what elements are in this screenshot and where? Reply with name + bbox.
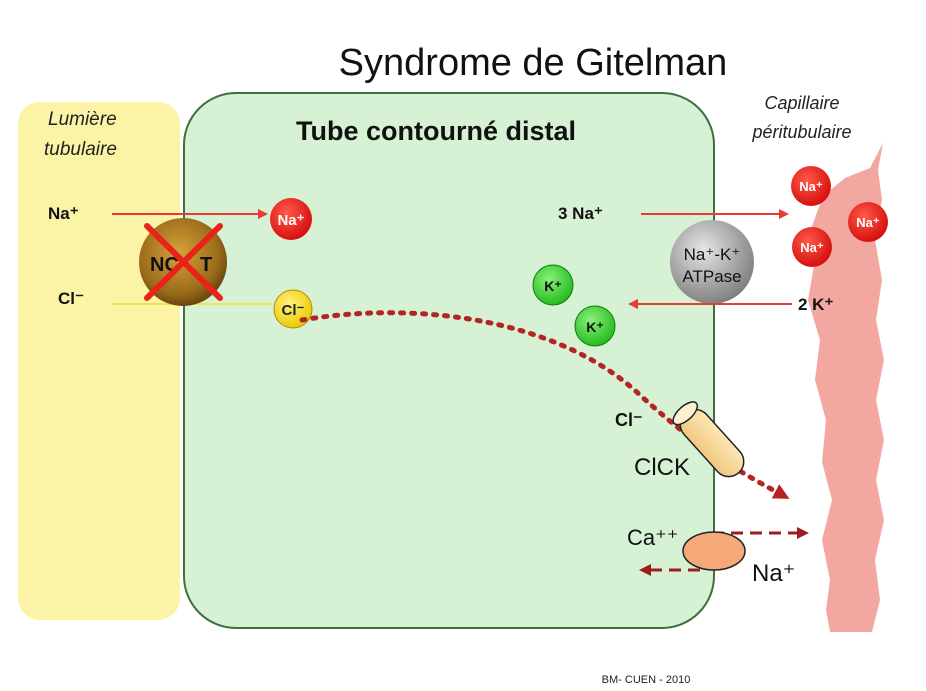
blood-na-ion-3 (792, 227, 832, 267)
pump-na-out-label: 3 Na⁺ (558, 204, 603, 223)
blood-na-ion-1 (791, 166, 831, 206)
distal-tubule-cell (183, 92, 715, 629)
clck-cl-label: Cl⁻ (615, 410, 643, 430)
pump-label-line1: Na⁺-K⁺ (684, 245, 741, 264)
intracellular-na-ion (270, 198, 312, 240)
footer-credit: BM- CUEN - 2010 (602, 674, 691, 686)
ncct-label-b: T (200, 254, 212, 276)
na-k-atpase-pump (670, 220, 754, 304)
intracellular-na-label: Na⁺ (277, 212, 304, 229)
blood-na-ion-2 (848, 202, 888, 242)
pump-k-in-label: 2 K⁺ (798, 295, 833, 314)
diagram-title: Syndrome de Gitelman (339, 42, 728, 84)
capillary-label-line2: péritubulaire (751, 122, 851, 142)
exchanger-na-label: Na⁺ (752, 560, 795, 587)
k-ion-2-label: K⁺ (586, 319, 604, 335)
clck-channel (672, 401, 745, 478)
cell-label: Tube contourné distal (296, 116, 576, 146)
cl-dotted-pathway (299, 310, 790, 500)
capillary-label-line1: Capillaire (764, 93, 839, 113)
blood-na-ion-3-label: Na⁺ (800, 240, 824, 255)
lumen-na-label: Na⁺ (48, 204, 79, 223)
tubular-lumen (18, 102, 180, 620)
lumen-cl-label: Cl⁻ (58, 289, 84, 308)
blood-na-ion-2-label: Na⁺ (856, 215, 880, 230)
k-ion-1-label: K⁺ (544, 278, 562, 294)
intracellular-cl-label: Cl⁻ (282, 302, 305, 319)
clck-label: ClCK (634, 454, 690, 481)
lumen-label-line1: Lumière (48, 109, 117, 130)
pump-label-line2: ATPase (682, 267, 741, 286)
ncct-transporter: NC T (139, 218, 227, 306)
k-ion-1 (532, 264, 574, 306)
blood-na-ion-1-label: Na⁺ (799, 179, 823, 194)
block-x-icon (144, 223, 223, 301)
lumen-label-line2: tubulaire (44, 139, 117, 160)
exchanger-ca-label: Ca⁺⁺ (627, 525, 678, 550)
ca-na-exchanger (682, 531, 746, 571)
k-ion-2 (574, 305, 616, 347)
peritubular-capillary (808, 143, 884, 632)
